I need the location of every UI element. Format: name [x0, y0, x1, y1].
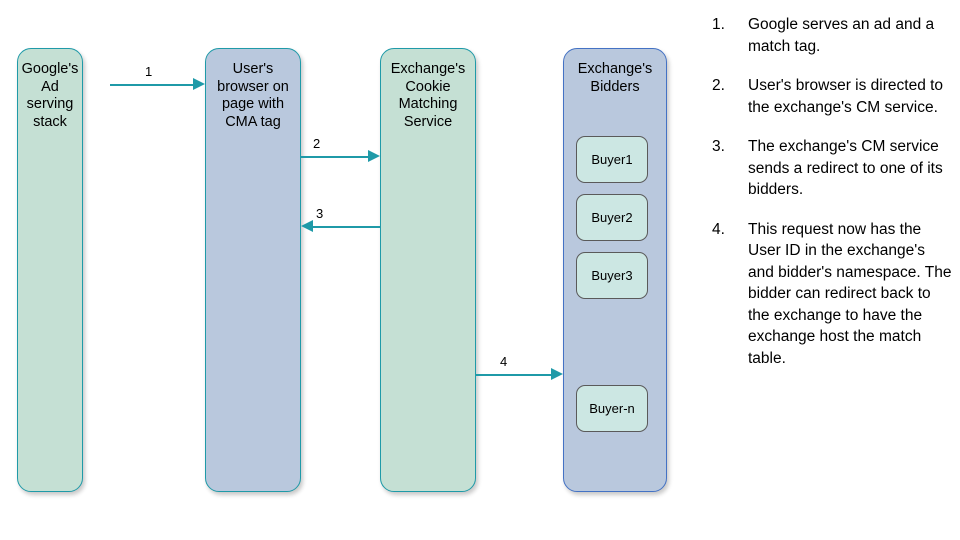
- arrow-2-label: 2: [313, 136, 321, 151]
- step-text: Google serves an ad and a match tag.: [748, 16, 935, 55]
- arrow-4-line: [476, 374, 552, 377]
- arrow-2-head-icon: [368, 150, 380, 162]
- step-text: This request now has the User ID in the …: [748, 220, 952, 367]
- list-item: 1. Google serves an ad and a match tag.: [712, 14, 952, 57]
- step-number: 1.: [712, 16, 725, 33]
- step-number: 4.: [712, 220, 725, 238]
- arrow-3-label: 3: [316, 206, 324, 221]
- buyer-box: Buyer2: [576, 194, 648, 241]
- steps-list: 1. Google serves an ad and a match tag. …: [712, 14, 952, 387]
- arrow-4-head-icon: [551, 368, 563, 380]
- arrow-1-head-icon: [193, 78, 205, 90]
- arrow-2-line: [301, 156, 369, 159]
- list-item: 3. The exchange's CM service sends a red…: [712, 136, 952, 201]
- arrow-3-line: [312, 226, 380, 229]
- buyer-box: Buyer-n: [576, 385, 648, 432]
- lane-exchange-cookie-matching-service: Exchange's Cookie Matching Service: [380, 48, 476, 492]
- buyer-box: Buyer1: [576, 136, 648, 183]
- buyer-box: Buyer3: [576, 252, 648, 299]
- list-item: 4. This request now has the User ID in t…: [712, 219, 952, 370]
- arrow-1-label: 1: [145, 64, 153, 79]
- step-text: User's browser is directed to the exchan…: [748, 77, 944, 116]
- lane-label: Exchange's Cookie Matching Service: [390, 61, 466, 130]
- arrow-3-head-icon: [301, 220, 313, 232]
- lane-label: Google's Ad serving stack: [21, 61, 79, 130]
- step-number: 3.: [712, 138, 725, 155]
- list-item: 2. User's browser is directed to the exc…: [712, 75, 952, 118]
- lane-user-browser: User's browser on page with CMA tag: [205, 48, 301, 492]
- step-text: The exchange's CM service sends a redire…: [748, 138, 943, 198]
- lane-label: User's browser on page with CMA tag: [217, 61, 289, 130]
- lane-google-ad-serving-stack: Google's Ad serving stack: [17, 48, 83, 492]
- lane-label: Exchange's Bidders: [577, 61, 653, 95]
- arrow-1-line: [110, 84, 194, 87]
- arrow-4-label: 4: [500, 354, 508, 369]
- step-number: 2.: [712, 77, 725, 94]
- cookie-matching-diagram: Google's Ad serving stack User's browser…: [17, 48, 667, 492]
